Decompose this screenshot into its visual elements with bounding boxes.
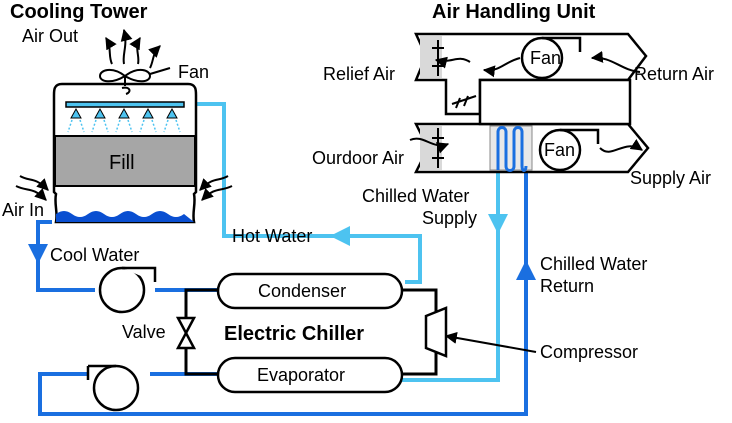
- spray-header: [65, 101, 185, 108]
- chilled-supply-label-1: Chilled Water: [362, 186, 469, 206]
- chiller-title: Electric Chiller: [224, 323, 364, 345]
- supply-air-label: Supply Air: [630, 168, 711, 188]
- water-basin: [56, 211, 194, 222]
- fan-pointer: [149, 67, 171, 75]
- outdoor-air-label: Ourdoor Air: [312, 148, 404, 168]
- cool-water-label: Cool Water: [50, 245, 139, 265]
- ahu-title: Air Handling Unit: [432, 1, 596, 23]
- fill-label: Fill: [109, 152, 135, 174]
- expansion-valve-icon: [175, 316, 197, 350]
- evaporator-vessel: [216, 356, 404, 394]
- supply-fan-label: Fan: [544, 140, 575, 160]
- chilled-water-pump-icon: [86, 364, 140, 412]
- hot-water-pipe: [150, 102, 422, 284]
- air-out-arrows: [105, 28, 161, 69]
- air-in-arrows: [15, 175, 233, 201]
- spray-nozzles: [70, 107, 178, 119]
- cooling-tower: [52, 82, 198, 224]
- chilled-supply-pipe: [402, 124, 500, 382]
- compressor-label: Compressor: [540, 342, 638, 362]
- tower-fan-icon: [98, 69, 152, 95]
- cooling-coil: [489, 125, 533, 172]
- cooling-tower-title: Cooling Tower: [10, 1, 148, 23]
- relief-air-label: Relief Air: [323, 64, 395, 84]
- return-air-label: Return Air: [634, 64, 714, 84]
- evaporator-label: Evaporator: [257, 365, 345, 385]
- valve-label: Valve: [122, 322, 166, 342]
- tower-fan-label: Fan: [178, 62, 209, 82]
- compressor-icon: [424, 306, 448, 358]
- air-out-label: Air Out: [22, 26, 78, 46]
- condenser-vessel: [216, 272, 404, 310]
- hot-water-label: Hot Water: [232, 226, 312, 246]
- chilled-return-label-2: Return: [540, 276, 594, 296]
- fill-media: [54, 135, 196, 187]
- supply-fan-icon: [538, 128, 600, 172]
- return-fan-label: Fan: [530, 48, 561, 68]
- cool-water-pump-icon: [98, 266, 157, 314]
- air-in-label: Air In: [2, 200, 44, 220]
- chilled-supply-label-2: Supply: [422, 208, 477, 228]
- return-fan-icon: [520, 36, 582, 80]
- chilled-return-label-1: Chilled Water: [540, 254, 647, 274]
- ahu-airflow-arrows: [409, 50, 643, 154]
- condenser-label: Condenser: [258, 281, 346, 301]
